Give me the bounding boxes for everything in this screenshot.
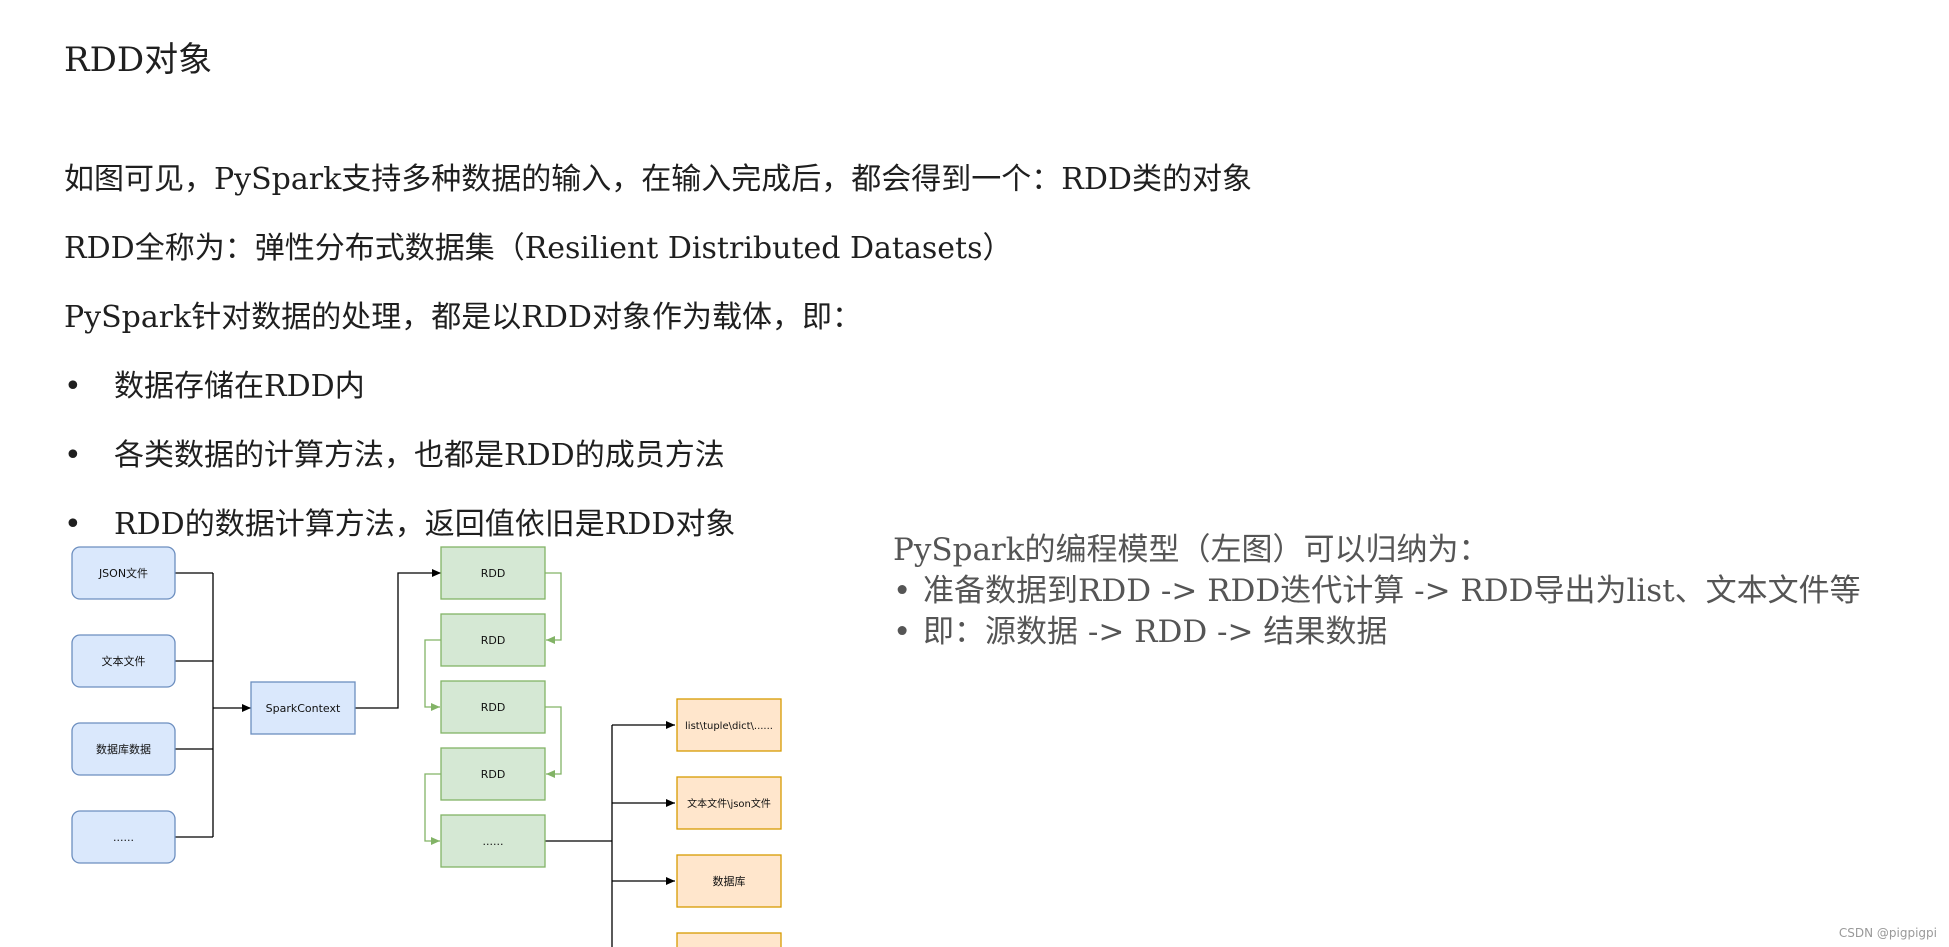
input-box-more: ...... — [71, 810, 176, 864]
bullet-text: RDD的数据计算方法，返回值依旧是RDD对象 — [114, 507, 736, 542]
summary-title: PySpark的编程模型（左图）可以归纳为： — [893, 532, 1490, 568]
rdd-label: ...... — [483, 835, 504, 848]
bullet-text: 各类数据的计算方法，也都是RDD的成员方法 — [114, 438, 725, 473]
summary-item-1: • 准备数据到RDD -> RDD迭代计算 -> RDD导出为list、文本文件等 — [893, 571, 1861, 611]
intro-paragraph-2: RDD全称为：弹性分布式数据集（Resilient Distributed Da… — [64, 231, 1013, 266]
input-label: 数据库数据 — [96, 742, 151, 756]
input-connectors — [175, 572, 251, 838]
rdd-box-3: RDD — [440, 680, 546, 734]
page-title: RDD对象 — [64, 40, 213, 80]
output-box-database: 数据库 — [676, 854, 782, 908]
bullet-item-2: • 各类数据的计算方法，也都是RDD的成员方法 — [64, 436, 725, 476]
watermark: CSDN @pigpigpi — [1838, 926, 1937, 940]
input-box-text-file: 文本文件 — [71, 634, 176, 688]
rdd-label: RDD — [481, 768, 506, 781]
rdd-box-more: ...... — [440, 814, 546, 868]
output-label: 文本文件\json文件 — [687, 797, 771, 810]
output-box-text-json-file: 文本文件\json文件 — [676, 776, 782, 830]
rdd-label: RDD — [481, 634, 506, 647]
bullet-dot: • — [64, 507, 82, 542]
input-box-database: 数据库数据 — [71, 722, 176, 776]
output-label: 数据库 — [713, 874, 746, 888]
bullet-dot: • — [64, 369, 82, 404]
rdd-label: RDD — [481, 567, 506, 580]
output-box-python-collections: list\tuple\dict\...... — [676, 698, 782, 752]
input-label: JSON文件 — [98, 566, 148, 580]
bullet-item-1: • 数据存储在RDD内 — [64, 367, 365, 407]
bullet-dot: • — [64, 438, 82, 473]
output-label: list\tuple\dict\...... — [685, 721, 773, 732]
bullet-item-3: • RDD的数据计算方法，返回值依旧是RDD对象 — [64, 505, 735, 545]
rdd-label: RDD — [481, 701, 506, 714]
rdd-box-2: RDD — [440, 613, 546, 667]
summary-item-text: 即：源数据 -> RDD -> 结果数据 — [923, 614, 1388, 650]
summary-item-2: • 即：源数据 -> RDD -> 结果数据 — [893, 612, 1387, 652]
rdd-box-4: RDD — [440, 747, 546, 801]
output-connectors — [545, 721, 675, 947]
spark-context-label: SparkContext — [266, 702, 341, 715]
context-to-rdd-connector — [355, 569, 441, 709]
spark-context-box: SparkContext — [250, 681, 356, 735]
bullet-dot: • — [893, 614, 912, 650]
intro-paragraph-3: PySpark针对数据的处理，都是以RDD对象作为载体，即： — [64, 300, 862, 335]
output-box-partial — [676, 932, 782, 947]
input-box-json: JSON文件 — [71, 546, 176, 600]
rdd-chain-connectors — [424, 572, 562, 845]
rdd-box-1: RDD — [440, 546, 546, 600]
bullet-text: 数据存储在RDD内 — [114, 369, 365, 404]
input-label: ...... — [113, 831, 134, 844]
intro-paragraph-1: 如图可见，PySpark支持多种数据的输入，在输入完成后，都会得到一个：RDD类… — [64, 162, 1252, 197]
summary-item-text: 准备数据到RDD -> RDD迭代计算 -> RDD导出为list、文本文件等 — [923, 573, 1861, 609]
input-label: 文本文件 — [102, 654, 146, 668]
bullet-dot: • — [893, 573, 912, 609]
